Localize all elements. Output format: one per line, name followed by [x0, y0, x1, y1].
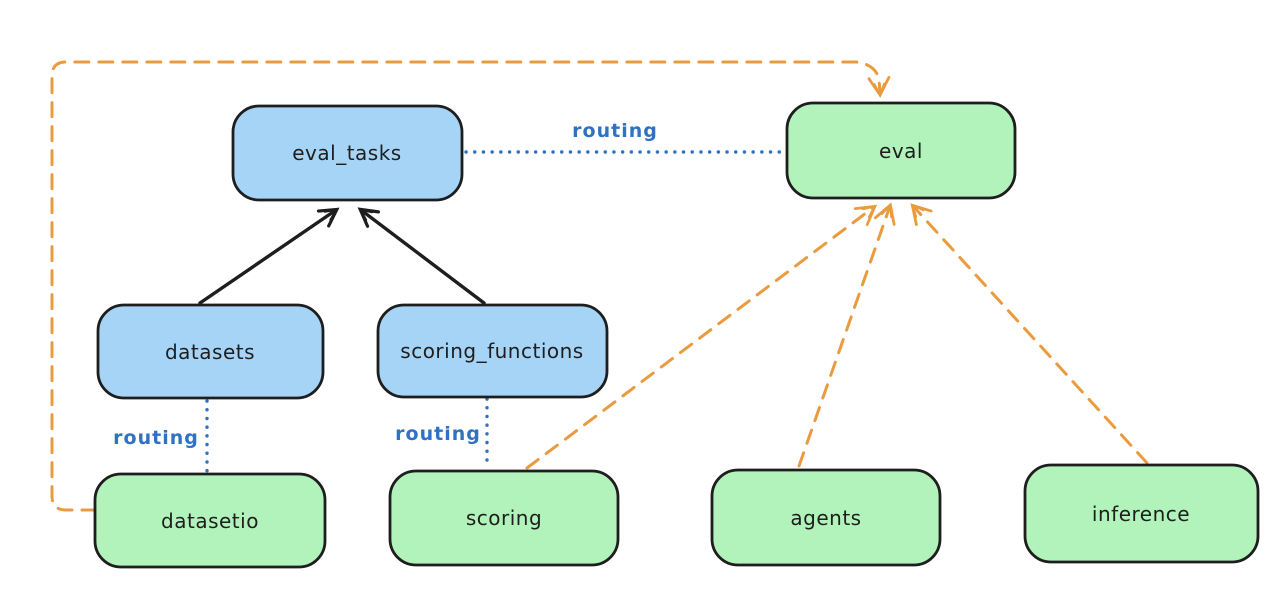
node-agents-box — [710, 468, 942, 567]
edge-datasets-to-eval-tasks — [198, 207, 340, 305]
node-scoring-box — [388, 469, 620, 567]
node-eval-tasks-box — [231, 104, 464, 202]
edge-scoring-to-eval — [525, 204, 878, 470]
node-datasets-label: datasets — [165, 340, 255, 364]
edge-scoring-functions-to-eval-tasks — [357, 207, 486, 305]
node-agents-label: agents — [790, 506, 861, 530]
node-scoring-functions: scoring_functions — [376, 303, 609, 399]
node-scoring-functions-box — [376, 303, 609, 399]
edge-datasetio-to-eval — [50, 60, 891, 512]
node-scoring: scoring — [388, 469, 620, 567]
node-inference-label: inference — [1092, 502, 1190, 526]
node-eval-tasks: eval_tasks — [231, 104, 464, 202]
node-datasetio-box — [93, 472, 327, 569]
node-inference: inference — [1023, 463, 1260, 564]
node-scoring-functions-label: scoring_functions — [400, 339, 583, 363]
node-scoring-label: scoring — [466, 506, 542, 530]
edge-inference-to-eval — [910, 203, 1149, 465]
node-eval-tasks-label: eval_tasks — [292, 141, 401, 165]
node-eval-box — [785, 101, 1017, 200]
routing-label-datasets-datasetio: routing — [113, 427, 199, 449]
node-datasets-box — [96, 303, 325, 400]
edge-agents-to-eval — [797, 202, 896, 468]
node-inference-box — [1023, 463, 1260, 564]
node-eval: eval — [785, 101, 1017, 200]
routing-label-scoring-functions-scoring: routing — [395, 423, 481, 445]
node-datasetio-label: datasetio — [161, 509, 259, 533]
node-eval-label: eval — [879, 139, 923, 163]
node-datasets: datasets — [96, 303, 325, 400]
node-agents: agents — [710, 468, 942, 567]
node-datasetio: datasetio — [93, 472, 327, 569]
routing-label-eval-tasks-eval: routing — [572, 120, 658, 142]
